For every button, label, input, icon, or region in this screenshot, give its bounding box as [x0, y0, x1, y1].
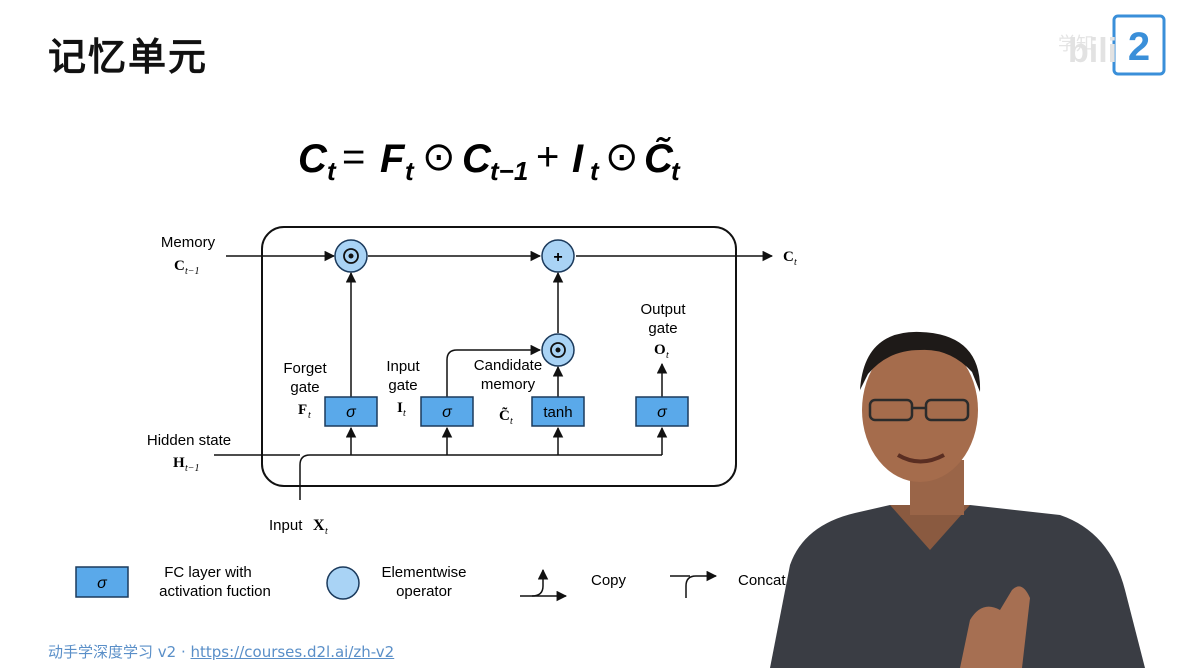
memory-label: Memory — [161, 234, 216, 251]
presenter-hand — [960, 586, 1030, 668]
eq-lhs: C — [298, 137, 328, 181]
presenter-shirt — [770, 505, 1145, 668]
eq-odot1: ⊙ — [422, 135, 456, 179]
input-gate-var: I — [397, 400, 403, 416]
eq-ctilde: C̃ — [644, 135, 674, 181]
concat-bus — [299, 454, 662, 466]
legend-fc-layer: σ FC layer with activation fuction — [75, 564, 271, 600]
eq-odot2: ⊙ — [605, 135, 639, 179]
legend-fc-symbol: σ — [97, 575, 108, 592]
legend-elementwise: Elementwise operator — [326, 564, 467, 600]
forget-label-2: gate — [290, 379, 319, 396]
hidden-state-label: Hidden state — [147, 432, 231, 449]
footer: 动手学深度学习 v2 · https://courses.d2l.ai/zh-v… — [48, 641, 394, 662]
eq-lhs-sub: t — [327, 156, 337, 186]
add-operator: + — [541, 239, 575, 273]
input-gate-to-op-arrow — [446, 344, 542, 397]
footer-url-link[interactable]: https://courses.d2l.ai/zh-v2 — [190, 643, 395, 661]
legend-concat: Concat — [670, 570, 786, 598]
legend-copy-label: Copy — [591, 572, 627, 589]
input-var: X — [313, 517, 325, 534]
forget-var: F — [298, 402, 307, 418]
presenter-neck — [890, 505, 970, 550]
output-gate-label-1: Output — [640, 301, 686, 318]
eq-ctilde-sub: t — [671, 156, 681, 186]
candidate-var-sub: t — [510, 416, 513, 427]
input-multiply-operator — [541, 333, 575, 367]
memory-var-sub: t−1 — [185, 266, 200, 277]
slide-title: 记忆单元 — [48, 35, 209, 79]
eq-cprev: C — [462, 137, 492, 181]
eq-i: I — [572, 137, 584, 181]
input-gate-box: σ — [420, 396, 474, 427]
input-gate-var-sub: t — [403, 408, 406, 419]
output-gate-label-2: gate — [648, 320, 677, 337]
svg-text:σ: σ — [442, 404, 453, 421]
output-var-sub: t — [794, 257, 797, 268]
hidden-var: H — [173, 455, 185, 471]
cell-boundary — [261, 226, 737, 487]
legend-elem-swatch — [326, 566, 360, 600]
legend-fc-swatch — [75, 566, 129, 598]
forget-label-1: Forget — [283, 360, 327, 377]
svg-text:bili: bili — [1068, 32, 1117, 70]
eq-i-sub: t — [590, 156, 600, 186]
memory-equation: C t = F t ⊙ C t−1 + I t ⊙ C̃ t — [298, 135, 681, 186]
svg-text:σ: σ — [346, 404, 357, 421]
candidate-tanh-box: tanh — [531, 396, 585, 427]
legend-concat-label: Concat — [738, 572, 786, 589]
eq-equals: = — [342, 135, 365, 179]
hidden-var-sub: t−1 — [185, 463, 200, 474]
legend-elem-line1: Elementwise — [381, 564, 466, 581]
eq-plus: + — [536, 135, 559, 179]
presenter-video — [770, 331, 1145, 668]
candidate-label-1: Candidate — [474, 357, 542, 374]
output-var: C — [783, 249, 794, 265]
presenter-face — [862, 338, 978, 482]
output-gate-box: σ — [635, 396, 689, 427]
memory-var: C — [174, 258, 185, 274]
output-gate-var-sub: t — [666, 350, 669, 361]
eq-cprev-sub: t−1 — [490, 156, 528, 186]
input-label: Input — [269, 517, 303, 534]
legend-copy: Copy — [520, 568, 627, 602]
input-var-sub: t — [325, 526, 328, 537]
presenter-mouth — [896, 453, 945, 464]
forget-gate-box: σ — [324, 396, 378, 427]
glasses-icon — [868, 398, 970, 422]
forget-multiply-operator — [334, 239, 368, 273]
forget-var-sub: t — [308, 410, 311, 421]
input-gate-label-1: Input — [386, 358, 420, 375]
eq-f-sub: t — [405, 156, 415, 186]
presenter-hair — [860, 331, 981, 392]
svg-text:+: + — [553, 249, 562, 266]
eq-f: F — [380, 137, 406, 181]
legend-fc-line1: FC layer with — [164, 564, 252, 581]
footer-course: 动手学深度学习 v2 · — [48, 643, 191, 661]
legend-fc-line2: activation fuction — [159, 583, 271, 600]
candidate-label-2: memory — [481, 376, 536, 393]
output-gate-var: O — [654, 342, 666, 358]
watermark: 学知 — [1058, 34, 1094, 55]
candidate-var: C̃ — [499, 407, 510, 424]
input-gate-label-2: gate — [388, 377, 417, 394]
svg-text:2: 2 — [1128, 25, 1150, 69]
svg-text:σ: σ — [657, 404, 668, 421]
legend-elem-line2: operator — [396, 583, 452, 600]
d2l-logo: 2 bili — [1068, 14, 1166, 76]
svg-text:tanh: tanh — [543, 404, 572, 421]
